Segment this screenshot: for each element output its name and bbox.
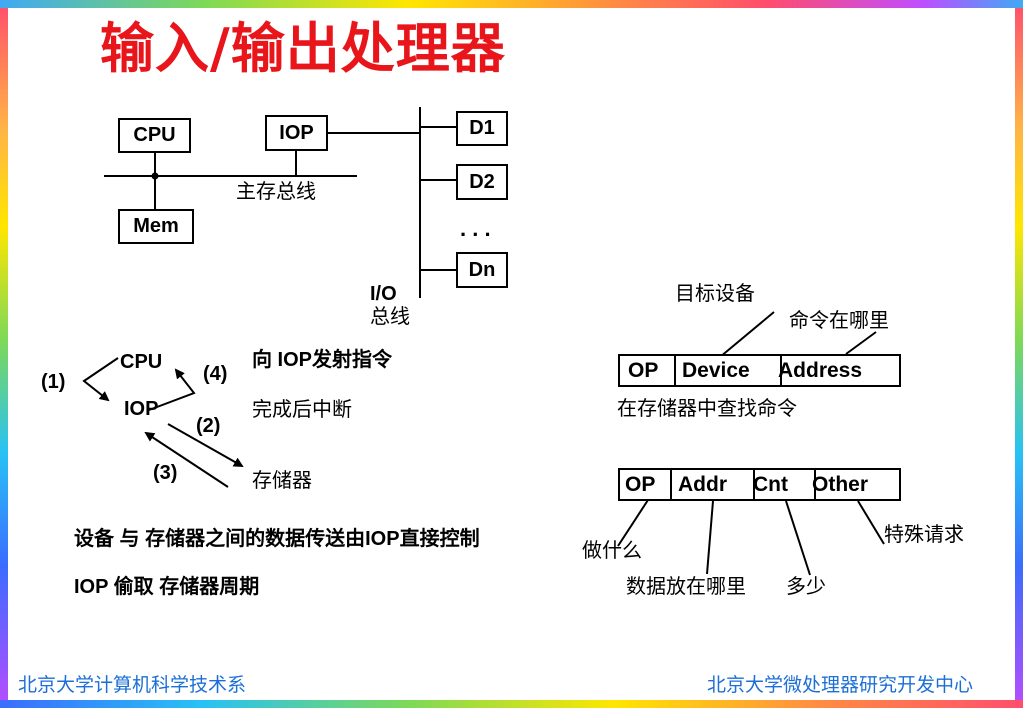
instruction-format-caption: 在存储器中查找命令 bbox=[617, 396, 797, 420]
what-to-do-label: 做什么 bbox=[582, 538, 642, 562]
note-line-2: IOP 偷取 存储器周期 bbox=[74, 576, 260, 598]
field-op: OP bbox=[628, 358, 659, 382]
step-1-label: (1) bbox=[41, 371, 66, 393]
target-device-label: 目标设备 bbox=[675, 281, 755, 305]
io-bus-label-2: 总线 bbox=[370, 304, 410, 328]
note-line-1: 设备 与 存储器之间的数据传送由IOP直接控制 bbox=[74, 528, 480, 550]
instruction-format-bar: OP Device Address bbox=[618, 354, 901, 387]
field-divider bbox=[814, 470, 816, 499]
flow-iop-label: IOP bbox=[124, 398, 159, 420]
footer-left: 北京大学计算机科学技术系 bbox=[18, 674, 247, 696]
slide-title: 输入/输出处理器 bbox=[100, 17, 506, 80]
field-cnt: Cnt bbox=[753, 472, 788, 496]
memory-label: 存储器 bbox=[252, 468, 312, 492]
how-many-label: 多少 bbox=[786, 574, 826, 598]
field-device: Device bbox=[682, 358, 750, 382]
iop-box: IOP bbox=[265, 115, 328, 151]
field-divider bbox=[670, 470, 672, 499]
special-request-label: 特殊请求 bbox=[884, 522, 964, 546]
rainbow-border-bottom bbox=[0, 700, 1023, 708]
field-op: OP bbox=[625, 472, 656, 496]
step-3-label: (3) bbox=[153, 462, 178, 484]
issue-command-label: 向 IOP发射指令 bbox=[252, 349, 393, 371]
main-bus-label: 主存总线 bbox=[236, 179, 316, 203]
device-ellipsis: . . . bbox=[460, 216, 491, 241]
field-other: Other bbox=[812, 472, 869, 496]
field-divider bbox=[753, 470, 755, 499]
cpu-box: CPU bbox=[118, 118, 191, 153]
flow-cpu-label: CPU bbox=[120, 351, 163, 373]
field-divider bbox=[780, 356, 782, 385]
step-2-label: (2) bbox=[196, 415, 221, 437]
step-4-label: (4) bbox=[203, 363, 228, 385]
field-divider bbox=[674, 356, 676, 385]
data-location-label: 数据放在哪里 bbox=[626, 574, 746, 598]
rainbow-border-top bbox=[0, 0, 1023, 8]
field-address: Address bbox=[778, 358, 863, 382]
footer-right: 北京大学微处理器研究开发中心 bbox=[707, 674, 974, 696]
done-interrupt-label: 完成后中断 bbox=[252, 397, 352, 421]
device-d1-box: D1 bbox=[456, 111, 508, 146]
field-addr: Addr bbox=[678, 472, 727, 496]
io-bus-label: I/O bbox=[370, 283, 397, 305]
command-location-label: 命令在哪里 bbox=[789, 308, 889, 332]
mem-box: Mem bbox=[118, 209, 194, 244]
command-format-bar: OP Addr Cnt Other bbox=[618, 468, 901, 501]
device-dn-box: Dn bbox=[456, 252, 508, 288]
device-d2-box: D2 bbox=[456, 164, 508, 200]
